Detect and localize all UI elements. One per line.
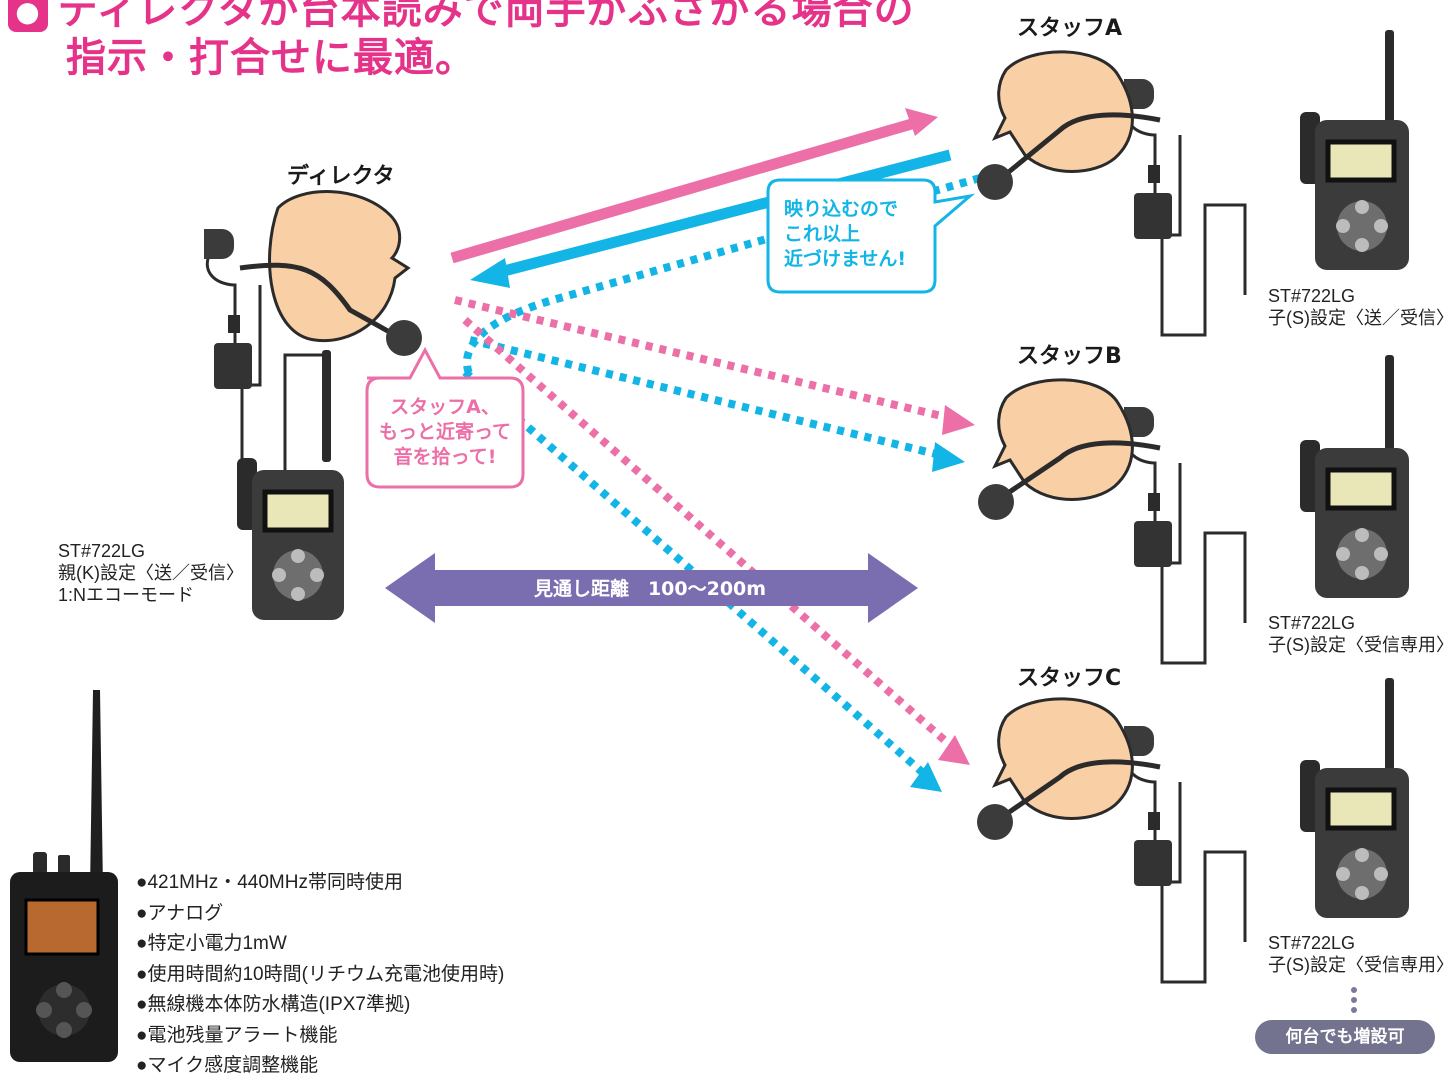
- head-icon: [991, 50, 1134, 173]
- product-radio-icon: [10, 690, 118, 1062]
- dotted-to-b-cyan: [469, 336, 965, 472]
- radio-icon: [1300, 355, 1409, 598]
- model-director-setting: 親(K)設定〈送／受信〉: [58, 563, 244, 583]
- label-staff-b: スタッフB: [1017, 344, 1122, 369]
- staff-a-figure: [977, 30, 1409, 337]
- feature-item: 電池残量アラート機能: [136, 1021, 504, 1052]
- feature-item: 無線機本体防水構造(IPX7準拠): [136, 990, 504, 1021]
- radio-icon: [237, 350, 344, 620]
- model-staff-b-setting: 子(S)設定〈受信専用〉: [1268, 635, 1449, 655]
- feature-item: 421MHz・440MHz帯同時使用: [136, 868, 504, 899]
- model-staff-c-setting: 子(S)設定〈受信専用〉: [1268, 955, 1449, 975]
- dotted-a-to-director: [463, 174, 982, 382]
- bubble-director-line: スタッフA、: [390, 396, 500, 418]
- bubble-director: スタッフA、 もっと近寄って 音を拾って!: [372, 395, 518, 470]
- feature-item: 使用時間約10時間(リチウム充電池使用時): [136, 960, 504, 991]
- radio-icon: [1300, 678, 1409, 918]
- distance-label: 見通し距離 100〜200m: [533, 578, 767, 600]
- arrow-a-to-director: [470, 149, 952, 288]
- heading-line-1: ● ディレクタが台本読みで両手がふさがる場合の: [8, 0, 915, 34]
- feature-item: 特定小電力1mW: [136, 929, 504, 960]
- feature-item: マイク感度調整機能: [136, 1051, 504, 1082]
- model-director-mode: 1:Nエコーモード: [58, 585, 195, 605]
- label-staff-c: スタッフC: [1017, 666, 1122, 691]
- arrow-director-to-a: [450, 108, 938, 264]
- model-director: ST#722LG 親(K)設定〈送／受信〉 1:Nエコーモード: [58, 540, 244, 606]
- dotted-to-c-pink: [462, 316, 970, 765]
- heading-line-1-text: ディレクタが台本読みで両手がふさがる場合の: [58, 0, 915, 33]
- bubble-staff-a-line: 映り込むので: [784, 198, 899, 220]
- model-staff-b-name: ST#722LG: [1268, 613, 1356, 633]
- staff-c-figure: [977, 678, 1409, 984]
- distance-arrow: [385, 553, 918, 623]
- bubble-director-line: もっと近寄って: [378, 421, 512, 443]
- bubble-staff-a: 映り込むので これ以上 近づけません!: [772, 197, 932, 272]
- model-staff-a-name: ST#722LG: [1268, 286, 1356, 306]
- model-staff-a: ST#722LG 子(S)設定〈送／受信〉: [1268, 285, 1449, 329]
- director-figure: [202, 190, 422, 620]
- heading: ● ディレクタが台本読みで両手がふさがる場合の 指示・打合せに最適。: [8, 0, 915, 82]
- model-staff-c: ST#722LG 子(S)設定〈受信専用〉: [1268, 932, 1449, 976]
- head-icon: [991, 378, 1134, 501]
- staff-b-figure: [978, 355, 1409, 665]
- dotted-to-c-cyan: [462, 368, 942, 792]
- dotted-to-b-pink: [454, 296, 975, 435]
- bubble-staff-a-line: これ以上: [784, 223, 861, 245]
- model-staff-b: ST#722LG 子(S)設定〈受信専用〉: [1268, 612, 1449, 656]
- bubble-director-line: 音を拾って!: [393, 446, 497, 468]
- bubble-staff-a-frame: [766, 178, 976, 294]
- heading-line-2: 指示・打合せに最適。: [66, 35, 476, 81]
- feature-list: 421MHz・440MHz帯同時使用 アナログ 特定小電力1mW 使用時間約10…: [136, 868, 504, 1082]
- model-staff-c-name: ST#722LG: [1268, 933, 1356, 953]
- label-director: ディレクタ: [287, 164, 395, 189]
- model-director-name: ST#722LG: [58, 541, 146, 561]
- feature-item: アナログ: [136, 899, 504, 930]
- head-icon: [268, 190, 411, 343]
- bullet-icon: ●: [8, 0, 48, 32]
- model-staff-a-setting: 子(S)設定〈送／受信〉: [1268, 308, 1449, 328]
- label-staff-a: スタッフA: [1017, 16, 1123, 41]
- more-units-badge: 何台でも増設可: [1255, 1020, 1435, 1054]
- more-dots: [1351, 987, 1357, 1013]
- bubble-director-frame: [365, 346, 525, 489]
- radio-icon: [1300, 30, 1409, 270]
- head-icon: [991, 697, 1134, 820]
- bubble-staff-a-line: 近づけません!: [784, 248, 907, 270]
